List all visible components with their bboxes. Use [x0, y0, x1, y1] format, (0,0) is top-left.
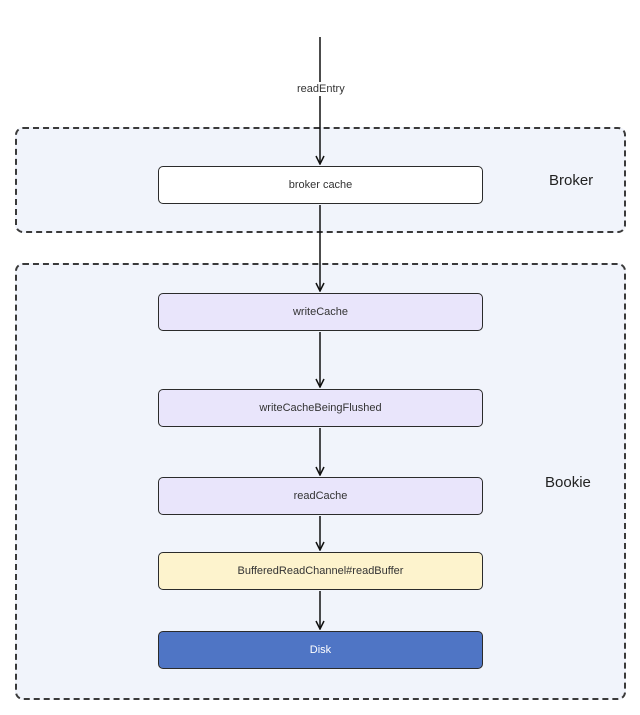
broker-group-label: Broker: [549, 172, 594, 189]
read-entry-label: readEntry: [295, 82, 347, 96]
bookie-group-label: Bookie: [545, 474, 591, 491]
read-cache-node: readCache: [158, 477, 483, 515]
read-cache-label: readCache: [293, 490, 348, 502]
disk-node: Disk: [158, 631, 483, 669]
write-cache-being-flushed-label: writeCacheBeingFlushed: [259, 402, 382, 414]
write-cache-label: writeCache: [292, 306, 349, 318]
disk-label: Disk: [309, 644, 332, 656]
buffered-read-channel-label: BufferedReadChannel#readBuffer: [237, 565, 404, 577]
broker-cache-node: broker cache: [158, 166, 483, 204]
write-cache-node: writeCache: [158, 293, 483, 331]
write-cache-being-flushed-node: writeCacheBeingFlushed: [158, 389, 483, 427]
broker-cache-label: broker cache: [288, 179, 353, 191]
buffered-read-channel-node: BufferedReadChannel#readBuffer: [158, 552, 483, 590]
